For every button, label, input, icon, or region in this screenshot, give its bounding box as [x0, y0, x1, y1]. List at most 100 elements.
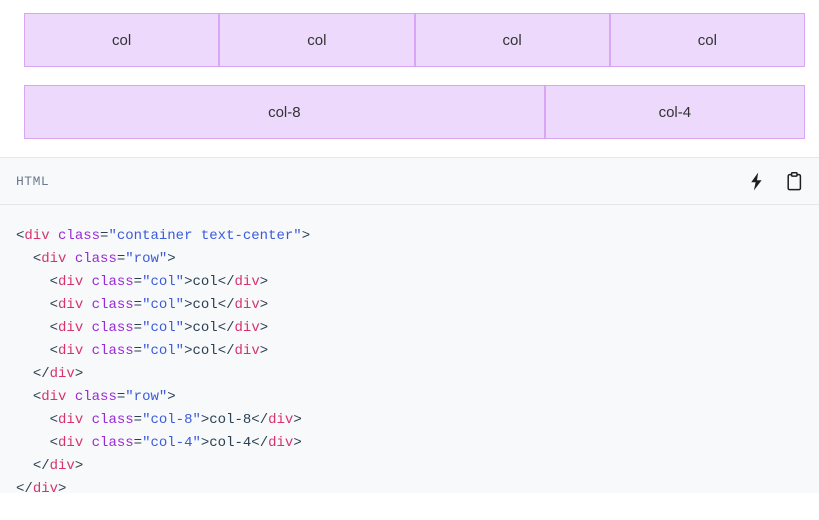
- code-token-str: "container text-center": [108, 228, 302, 244]
- code-token-punct: >: [184, 320, 193, 336]
- code-token-punct: <: [49, 412, 59, 428]
- code-token-punct: >: [184, 297, 193, 313]
- code-token-text: [83, 435, 91, 451]
- code-line: </div>: [16, 366, 83, 382]
- code-token-tag: div: [58, 297, 84, 313]
- code-token-text: [16, 389, 33, 405]
- code-line: <div class="col">col</div>: [16, 320, 269, 336]
- code-panel-actions: [745, 170, 805, 192]
- code-token-punct: =: [133, 274, 143, 290]
- code-token-punct: </: [217, 343, 235, 359]
- code-token-punct: </: [217, 274, 235, 290]
- code-token-punct: <: [49, 274, 59, 290]
- code-token-str: "col-8": [142, 412, 201, 428]
- clipboard-icon: [786, 171, 803, 191]
- code-token-str: "col": [142, 343, 185, 359]
- code-token-str: "col-4": [142, 435, 201, 451]
- code-token-tag: div: [234, 274, 260, 290]
- code-language-label: HTML: [16, 173, 50, 189]
- grid-cell-col-4: col-4: [544, 85, 805, 139]
- code-token-attr: class: [74, 389, 117, 405]
- code-token-attr: class: [91, 297, 134, 313]
- code-token-punct: >: [58, 481, 67, 493]
- code-token-punct: =: [133, 320, 143, 336]
- code-token-str: "row": [125, 251, 168, 267]
- code-line: </div>: [16, 458, 83, 474]
- code-snippet: <div class="container text-center"> <div…: [0, 225, 819, 493]
- code-token-tag: div: [234, 297, 260, 313]
- run-button[interactable]: [745, 170, 767, 192]
- code-line: <div class="row">: [16, 389, 176, 405]
- code-token-tag: div: [58, 412, 84, 428]
- code-token-punct: </: [251, 435, 269, 451]
- code-token-tag: div: [41, 251, 67, 267]
- code-token-text: col-8: [209, 412, 252, 428]
- code-token-str: "col": [142, 297, 185, 313]
- code-line: <div class="container text-center">: [16, 228, 310, 244]
- code-token-text: col: [192, 274, 218, 290]
- grid-cell-col: col: [24, 13, 220, 67]
- code-token-tag: div: [32, 481, 59, 493]
- code-token-punct: </: [251, 412, 269, 428]
- code-token-text: [16, 274, 50, 290]
- code-token-punct: </: [217, 297, 235, 313]
- code-token-text: col: [192, 343, 218, 359]
- code-token-punct: <: [49, 343, 59, 359]
- code-token-text: [66, 389, 74, 405]
- code-token-tag: div: [41, 389, 67, 405]
- code-token-punct: >: [259, 297, 269, 313]
- code-token-tag: div: [58, 343, 84, 359]
- code-token-text: col: [192, 297, 218, 313]
- code-token-tag: div: [58, 435, 84, 451]
- code-token-punct: </: [32, 458, 50, 474]
- code-line: <div class="col">col</div>: [16, 343, 269, 359]
- code-token-attr: class: [91, 435, 134, 451]
- code-token-punct: >: [167, 389, 176, 405]
- code-token-str: "row": [125, 389, 168, 405]
- code-token-punct: >: [301, 228, 311, 244]
- code-token-punct: >: [200, 435, 210, 451]
- code-token-punct: <: [16, 228, 25, 244]
- code-token-tag: div: [24, 228, 50, 244]
- code-token-text: [16, 320, 50, 336]
- code-token-tag: div: [58, 274, 84, 290]
- lightning-bolt-icon: [748, 172, 765, 191]
- code-token-attr: class: [91, 274, 134, 290]
- code-token-tag: div: [234, 320, 260, 336]
- code-token-tag: div: [49, 458, 75, 474]
- code-line: </div>: [16, 481, 66, 493]
- code-token-punct: <: [49, 320, 59, 336]
- code-token-punct: >: [74, 366, 84, 382]
- code-token-tag: div: [268, 435, 294, 451]
- code-token-text: [16, 435, 50, 451]
- code-line: <div class="col-8">col-8</div>: [16, 412, 302, 428]
- code-token-punct: >: [259, 343, 269, 359]
- grid-cell-col-8: col-8: [24, 85, 545, 139]
- code-token-text: [83, 274, 91, 290]
- code-token-punct: =: [100, 228, 109, 244]
- grid-cell-col: col: [609, 13, 805, 67]
- code-token-punct: </: [16, 481, 33, 493]
- code-token-tag: div: [234, 343, 260, 359]
- code-token-punct: =: [133, 297, 143, 313]
- code-token-punct: =: [116, 389, 126, 405]
- code-token-tag: div: [268, 412, 294, 428]
- code-body[interactable]: <div class="container text-center"> <div…: [0, 205, 819, 493]
- code-token-text: col: [192, 320, 218, 336]
- code-panel-header: HTML: [0, 158, 819, 205]
- code-line: <div class="col">col</div>: [16, 274, 269, 290]
- code-token-punct: =: [133, 412, 143, 428]
- code-token-attr: class: [58, 228, 101, 244]
- code-token-tag: div: [58, 320, 84, 336]
- code-token-punct: <: [49, 297, 59, 313]
- code-token-attr: class: [91, 412, 134, 428]
- code-token-punct: </: [32, 366, 50, 382]
- code-line: <div class="col-4">col-4</div>: [16, 435, 302, 451]
- copy-button[interactable]: [783, 170, 805, 192]
- grid-cell-col: col: [219, 13, 415, 67]
- code-token-punct: =: [116, 251, 126, 267]
- code-token-text: [16, 297, 50, 313]
- code-line: <div class="col">col</div>: [16, 297, 269, 313]
